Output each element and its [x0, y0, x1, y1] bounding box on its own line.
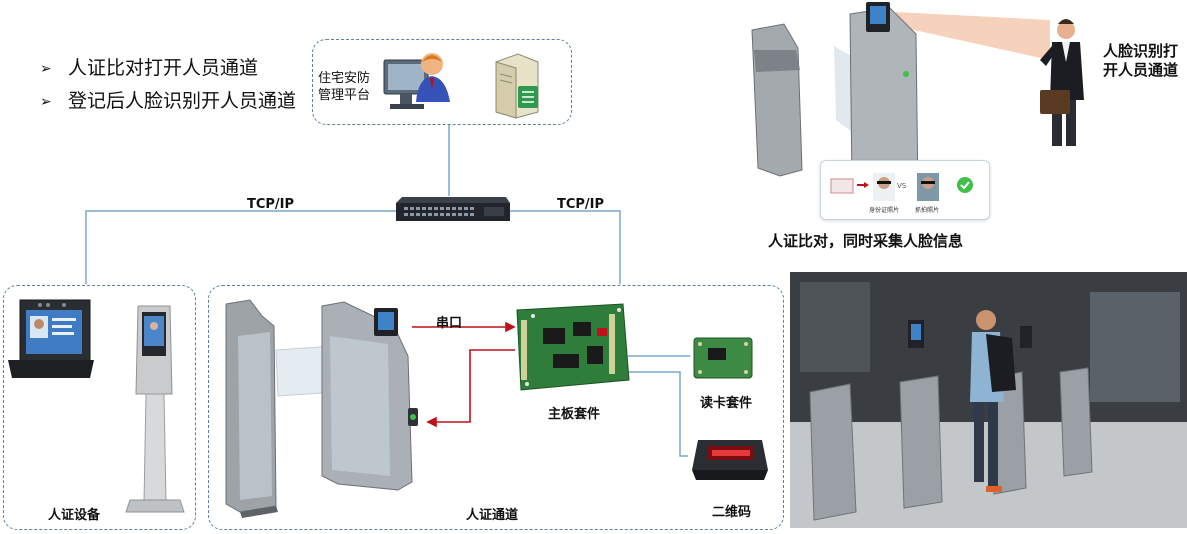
server-icon — [495, 53, 539, 119]
face-scan-beam — [896, 12, 1050, 60]
desktop-face-terminal-icon — [8, 299, 94, 378]
reader-link-line — [628, 371, 681, 380]
card-reader-label: 读卡套件 — [700, 396, 753, 411]
bullet-item-2: ➢ 登记后人脸识别开人员通道 — [40, 85, 300, 118]
comparison-graphic — [830, 173, 973, 201]
admin-computer-icon — [383, 53, 450, 109]
turnstile-gate-icon — [225, 299, 418, 518]
businessman-figure — [1040, 19, 1084, 146]
board-to-gate-arrow — [432, 349, 515, 423]
tcp-left-line — [85, 210, 400, 284]
snapshot-label: 抓拍照片 — [915, 207, 940, 214]
face-open-label: 人脸识别打 开人员通道 — [1103, 42, 1179, 79]
lobby-photo-scene — [790, 272, 1187, 528]
tcp-ip-left-label: TCP/IP — [247, 197, 295, 212]
platform-label: 住宅安防 管理平台 — [318, 71, 371, 103]
channel-group-label: 人证通道 — [466, 508, 519, 523]
serial-port-label: 串口 — [436, 316, 463, 331]
comparison-card: VS 身份证照片 抓拍照片 — [820, 160, 990, 220]
bullet-arrow-icon: ➢ — [40, 61, 52, 77]
standing-kiosk-icon — [125, 305, 185, 513]
main-board-icon — [516, 303, 630, 391]
bullet-arrow-icon: ➢ — [40, 94, 52, 110]
gate-left-panel — [751, 23, 803, 177]
bullet-list: ➢ 人证比对打开人员通道 ➢ 登记后人脸识别开人员通道 — [40, 52, 300, 118]
tcp-right-line — [510, 210, 621, 284]
channel-group-box — [208, 285, 784, 530]
id-photo-label: 身份证照片 — [869, 207, 900, 214]
vs-label: VS — [897, 182, 907, 190]
tcp-ip-right-label: TCP/IP — [557, 197, 605, 212]
lobby-photo — [790, 272, 1187, 528]
qr-scanner-icon — [692, 440, 768, 480]
qr-link-line — [679, 380, 688, 457]
id-compare-caption: 人证比对，同时采集人脸信息 — [768, 232, 964, 250]
platform-box — [312, 39, 572, 125]
card-reader-icon — [693, 337, 753, 379]
bullet-item-1: ➢ 人证比对打开人员通道 — [40, 52, 300, 85]
qr-label: 二维码 — [712, 505, 752, 520]
main-board-label: 主板套件 — [548, 407, 601, 422]
face-scan-illustration — [751, 2, 1084, 201]
walking-person — [970, 310, 1016, 492]
device-group-label: 人证设备 — [48, 508, 101, 523]
device-group-box — [3, 285, 196, 530]
network-switch-icon — [396, 197, 510, 221]
